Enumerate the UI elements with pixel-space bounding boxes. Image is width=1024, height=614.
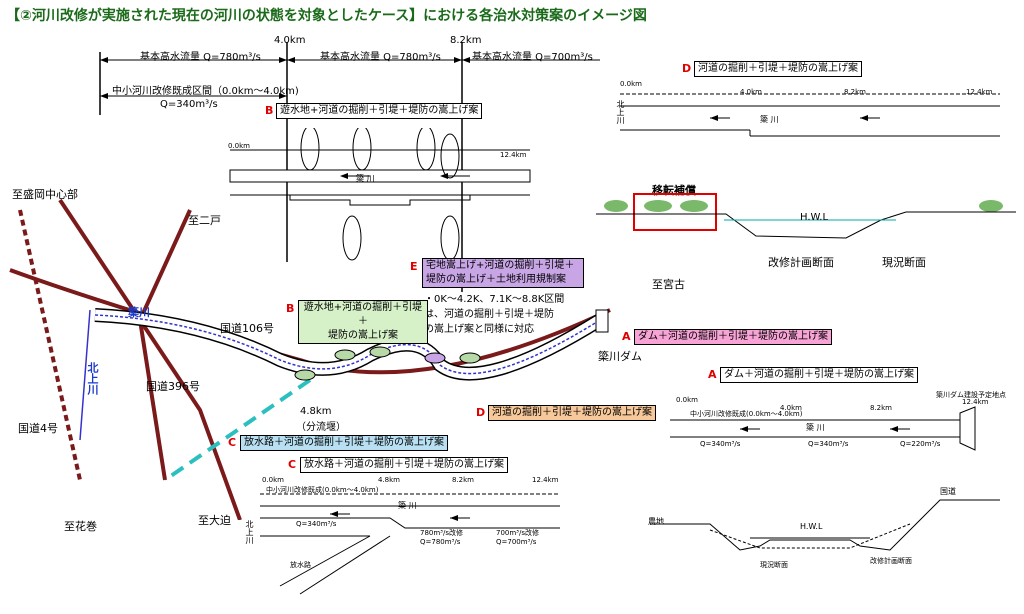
route-396: 国道396号 — [146, 380, 200, 393]
plan-a2-section: 中小河川改修既成(0.0km～4.0km) — [690, 410, 803, 418]
plan-d-km-1: 4.0km — [740, 88, 763, 96]
plan-a2-q3: Q=220m³/s — [900, 440, 941, 448]
plan-d-river: 簗 川 — [760, 115, 779, 124]
to-hanamaki: 至花巻 — [64, 520, 97, 533]
plan-a2-letter: A — [708, 368, 717, 381]
to-miyako: 至宮古 — [652, 278, 685, 291]
plan-a-letter: A — [622, 330, 631, 343]
plan-b-ponds — [300, 128, 460, 261]
plan-c2-diversion: 放水路 — [290, 561, 311, 569]
plan-c2-seg3: 700m³/s改修 Q=700m³/s — [496, 529, 539, 546]
plan-a2-km-0: 0.0km — [676, 396, 699, 404]
river-map — [9, 198, 611, 520]
cs2-hwl: H.W.L — [800, 522, 823, 531]
plan-d-km-3: 12.4km — [966, 88, 993, 96]
cross-section-bottom — [650, 499, 1000, 551]
plan-e-label: 宅地嵩上げ+河道の掘削＋引堤＋ 堤防の嵩上げ＋土地利用規制案 — [422, 258, 584, 288]
to-morioka: 至盛岡中心部 — [12, 188, 78, 201]
plan-b-profile — [229, 149, 531, 206]
plan-d-km-0: 0.0km — [620, 80, 643, 88]
plan-a2-profile — [670, 406, 976, 451]
plan-c-label: 放水路＋河道の掘削＋引堤＋堤防の嵩上げ案 — [240, 435, 448, 451]
plan-e-letter: E — [410, 260, 418, 273]
route-106: 国道106号 — [220, 322, 274, 335]
kitakami-label: 北上川 — [86, 362, 99, 395]
to-otsuchi: 至大迫 — [198, 514, 231, 527]
plan-c2-km-3: 12.4km — [532, 476, 559, 484]
plan-b-label: 遊水地+河道の掘削＋引堤＋堤防の嵩上げ案 — [276, 103, 483, 119]
plan-a-label: ダム＋河道の掘削＋引堤＋堤防の嵩上げ案 — [634, 329, 832, 345]
plan-c2-river: 簗 川 — [398, 501, 417, 510]
cs2-left: 農地 — [648, 517, 664, 526]
plan-a2-km-2: 8.2km — [870, 404, 893, 412]
cs2-current: 現況断面 — [760, 561, 788, 569]
plan-c2-section: 中小河川改修既成(0.0km～4.0km) — [266, 486, 379, 494]
page-title: 【②河川改修が実施された現在の河川の状態を対象としたケース】における各治水対策案… — [6, 8, 647, 24]
current-section-label: 現況断面 — [882, 256, 926, 269]
plan-c2-letter: C — [288, 458, 297, 471]
plan-c2-km-2: 8.2km — [452, 476, 475, 484]
plan-d-side: 北上川 — [616, 100, 625, 124]
plan-c2-seg2: 780m³/s改修 Q=780m³/s — [420, 529, 463, 546]
plan-b-letter: B — [265, 104, 274, 117]
plan-c2-side: 北上川 — [245, 520, 254, 544]
plan-a2-q2: Q=340m³/s — [808, 440, 849, 448]
plan-b-river: 簗 川 — [356, 174, 375, 183]
plan-a2-q1: Q=340m³/s — [700, 440, 741, 448]
yanagawa-label: 簗川 — [128, 306, 150, 319]
flow-mid-label: 基本高水流量 Q=780m³/s — [320, 52, 441, 63]
cross-section-top — [596, 193, 1016, 239]
plan-a2-km-1: 4.0km — [780, 404, 803, 412]
plan-d2-label: 河道の掘削＋引堤＋堤防の嵩上げ案 — [488, 405, 656, 421]
cs2-right: 国道 — [940, 487, 956, 496]
diversion-km: 4.8km — [300, 406, 332, 417]
plan-c2-profile — [260, 493, 560, 595]
plan-b2-letter: B — [286, 302, 295, 315]
plan-b-km-0: 0.0km — [228, 142, 251, 150]
plan-c2-q1: Q=340m³/s — [296, 520, 337, 528]
to-ninohe: 至二戸 — [188, 214, 221, 227]
plan-c2-km-0: 0.0km — [262, 476, 285, 484]
plan-a2-river: 簗 川 — [806, 423, 825, 432]
plan-a2-dam-note: 簗川ダム建設予定地点 — [936, 391, 1006, 399]
plan-d-km-2: 8.2km — [844, 88, 867, 96]
plan-c2-label: 放水路＋河道の掘削＋引堤＋堤防の嵩上げ案 — [300, 457, 508, 473]
plan-c-letter: C — [228, 436, 237, 449]
dam-label: 簗川ダム — [598, 350, 642, 363]
plan-d-label: 河道の掘削＋引堤＋堤防の嵩上げ案 — [694, 61, 862, 77]
plan-a2-km-3: 12.4km — [962, 398, 989, 406]
section-label: 中小河川改修既成区間（0.0km～4.0km) — [112, 86, 299, 97]
km-4-label: 4.0km — [274, 35, 306, 46]
diversion-note: （分流堰） — [296, 422, 346, 433]
plan-c2-km-1: 4.8km — [378, 476, 401, 484]
km-8-label: 8.2km — [450, 35, 482, 46]
cs2-plan: 改修計画断面 — [870, 557, 912, 565]
plan-section-label: 改修計画断面 — [768, 256, 834, 269]
hwl-label: H.W.L — [800, 212, 829, 223]
plan-d2-letter: D — [476, 406, 486, 419]
plan-e-note: ・0K～4.2K、7.1K～8.8K区間 は、河道の掘削＋引堤＋堤防 の嵩上げ案… — [424, 294, 565, 335]
flow-left-label: 基本高水流量 Q=780m³/s — [140, 52, 261, 63]
flow-right-label: 基本高水流量 Q=700m³/s — [472, 52, 593, 63]
plan-d-profile — [620, 93, 1000, 137]
plan-a2-label: ダム＋河道の掘削＋引堤＋堤防の嵩上げ案 — [720, 367, 918, 383]
plan-d-letter: D — [682, 62, 692, 75]
plan-b2-label: 遊水地+河道の掘削＋引堤＋ 堤防の嵩上げ案 — [298, 300, 428, 344]
plan-b-km-end: 12.4km — [500, 151, 527, 159]
section-q-label: Q=340m³/s — [160, 99, 218, 110]
route-4: 国道4号 — [18, 422, 58, 435]
